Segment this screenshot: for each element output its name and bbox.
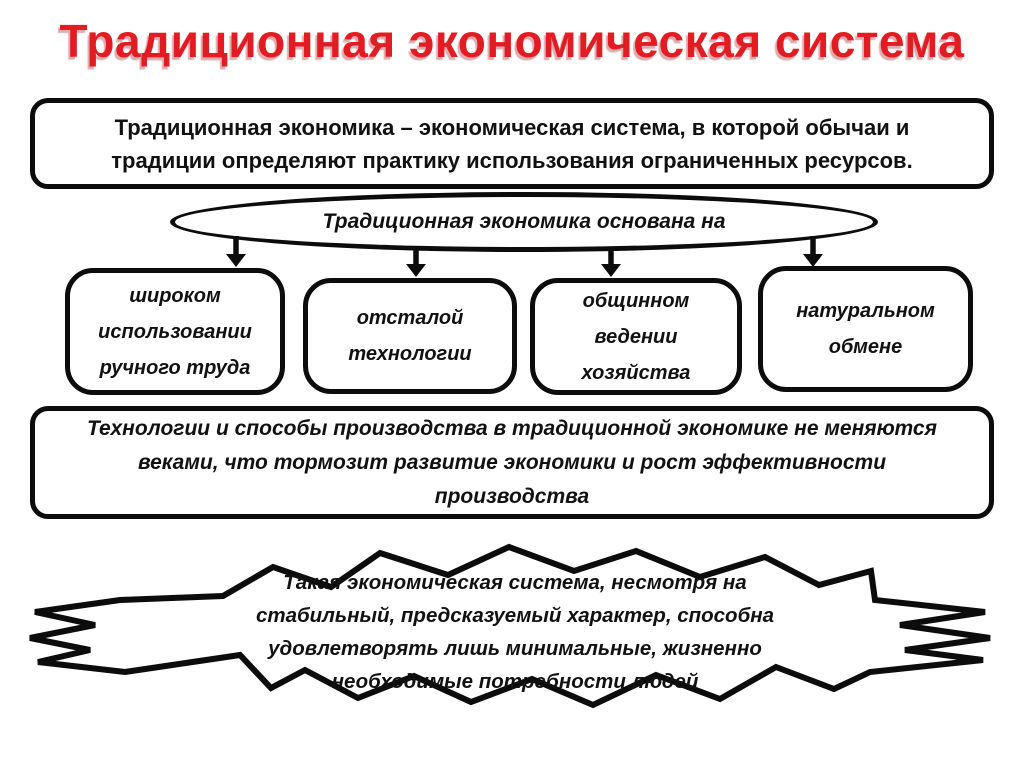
- arrow-down-icon-2: [406, 247, 426, 277]
- arrow-down-icon-4: [803, 236, 823, 267]
- factor-box-manual-labor: широком использовании ручного труда: [65, 268, 285, 395]
- factor-box-backward-technology: отсталой технологии: [303, 278, 517, 394]
- basis-ellipse-label: Традиционная экономика основана на: [322, 210, 726, 233]
- factor-box-natural-exchange: натуральном обмене: [758, 266, 973, 392]
- arrow-down-icon-1: [226, 236, 246, 267]
- arrow-down-icon-3: [601, 247, 621, 277]
- starburst-shape: [29, 543, 991, 709]
- basis-ellipse: Традиционная экономика основана на: [170, 192, 878, 252]
- factor-label: широком использовании ручного труда: [98, 284, 252, 379]
- definition-box: Традиционная экономика – экономическая с…: [30, 98, 994, 189]
- factor-label: общинном ведении хозяйства: [581, 289, 691, 384]
- definition-text: Традиционная экономика – экономическая с…: [111, 114, 913, 173]
- stagnation-text: Технологии и способы производства в трад…: [87, 416, 937, 508]
- page-title: Традиционная экономическая система: [59, 15, 965, 67]
- factor-label: отсталой технологии: [348, 307, 472, 365]
- limitation-text: Такая экономическая система, несмотря на…: [255, 571, 775, 693]
- starburst-outline: [29, 543, 991, 709]
- factor-label: натуральном обмене: [796, 300, 935, 358]
- stagnation-box: Технологии и способы производства в трад…: [30, 406, 994, 519]
- factor-box-communal-farming: общинном ведении хозяйства: [530, 278, 742, 395]
